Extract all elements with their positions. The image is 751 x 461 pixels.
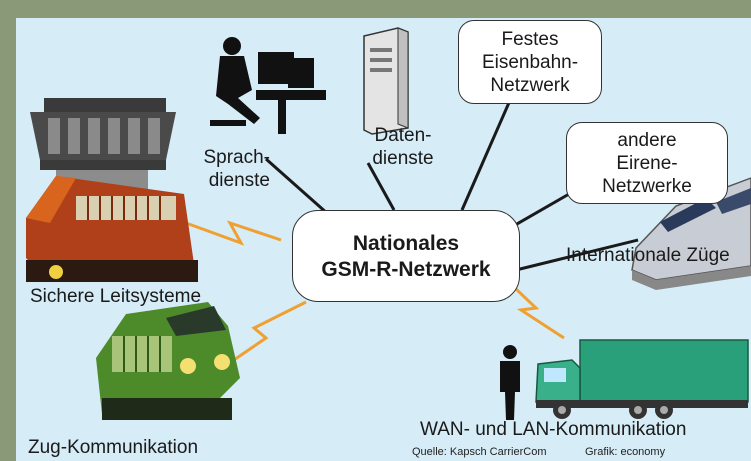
sprachdienste-label: Sprach- dienste — [186, 146, 270, 192]
line-daten — [366, 162, 396, 211]
source-credit: Quelle: Kapsch CarrierCom — [412, 446, 547, 458]
person-standing-icon — [500, 345, 520, 420]
zug-kommunikation-label: Zug-Kommunikation — [28, 437, 199, 458]
person-at-computer-icon — [210, 37, 326, 134]
datendienste-line-2: dienste — [372, 148, 434, 169]
festes-line-1: Festes — [501, 29, 559, 50]
line-festes — [460, 97, 513, 211]
signal-zug — [227, 300, 307, 366]
grafik-credit: Grafik: economy — [585, 446, 666, 458]
sprachdienste-line-2: dienste — [208, 170, 270, 191]
festes-line-3: Netzwerk — [490, 75, 570, 96]
festes-netzwerk-box: Festes Eisenbahn- Netzwerk — [458, 20, 602, 104]
andere-line-3: Netzwerke — [602, 176, 692, 197]
line-international — [515, 238, 639, 272]
central-network-box: Nationales GSM-R-Netzwerk — [292, 210, 520, 302]
green-train-icon — [96, 302, 240, 420]
truck-icon — [535, 339, 749, 419]
red-train-icon — [26, 176, 198, 282]
line-sprach — [265, 157, 329, 216]
andere-line-2: Eirene- — [616, 153, 678, 174]
high-speed-train-icon — [631, 177, 751, 290]
andere-netzwerke-box: andere Eirene- Netzwerke — [566, 122, 728, 204]
server-tower-icon — [363, 27, 409, 135]
sprachdienste-line-1: Sprach- — [203, 147, 270, 168]
internationale-zuege-label: Internationale Züge — [566, 245, 730, 266]
datendienste-line-1: Daten- — [374, 125, 432, 146]
diagram-graphics — [26, 27, 751, 420]
sichere-leitsysteme-label: Sichere Leitsysteme — [30, 286, 202, 307]
diagram-panel: Nationales GSM-R-Netzwerk Sprach- dienst… — [16, 18, 751, 461]
festes-line-2: Eisenbahn- — [481, 52, 579, 73]
datendienste-label: Daten- dienste — [368, 124, 438, 170]
signal-sichere — [185, 220, 282, 246]
center-line-2: GSM-R-Netzwerk — [321, 258, 491, 281]
wan-lan-label: WAN- und LAN-Kommunikation — [420, 419, 687, 440]
andere-line-1: andere — [617, 130, 677, 151]
center-line-1: Nationales — [352, 232, 460, 255]
